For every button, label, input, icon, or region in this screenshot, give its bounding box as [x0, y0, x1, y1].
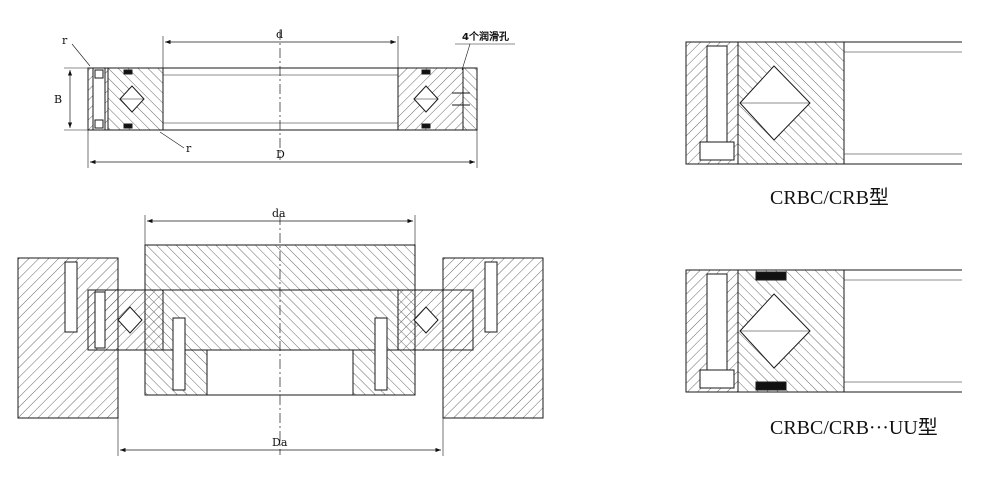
mounting-assembly	[17, 215, 544, 456]
detail-crbc-crb-uu	[685, 269, 962, 393]
caption-crbc-crb-uu: CRBC/CRB···UU型	[770, 416, 938, 439]
dim-D-label: D	[276, 148, 285, 161]
bolt-4	[374, 317, 388, 391]
seal-bottom	[755, 381, 787, 391]
radius-label-top: r	[62, 34, 68, 47]
dim-da-label: da	[272, 207, 286, 220]
radius-label-bottom: r	[186, 142, 192, 155]
bolt-2	[484, 261, 498, 333]
seal-top	[755, 271, 787, 281]
bolt-3	[172, 317, 186, 391]
lube-holes-note: 4个润滑孔	[462, 30, 509, 43]
dim-Da-label: Da	[272, 436, 288, 449]
caption-crbc-crb: CRBC/CRB型	[770, 186, 889, 209]
dim-d-label: d	[276, 28, 283, 41]
left-bolt	[92, 67, 106, 131]
bolt-1	[64, 261, 78, 333]
dim-B-label: B	[54, 93, 62, 106]
bearing-cross-section	[64, 30, 515, 168]
detail-crbc-crb	[685, 41, 962, 165]
